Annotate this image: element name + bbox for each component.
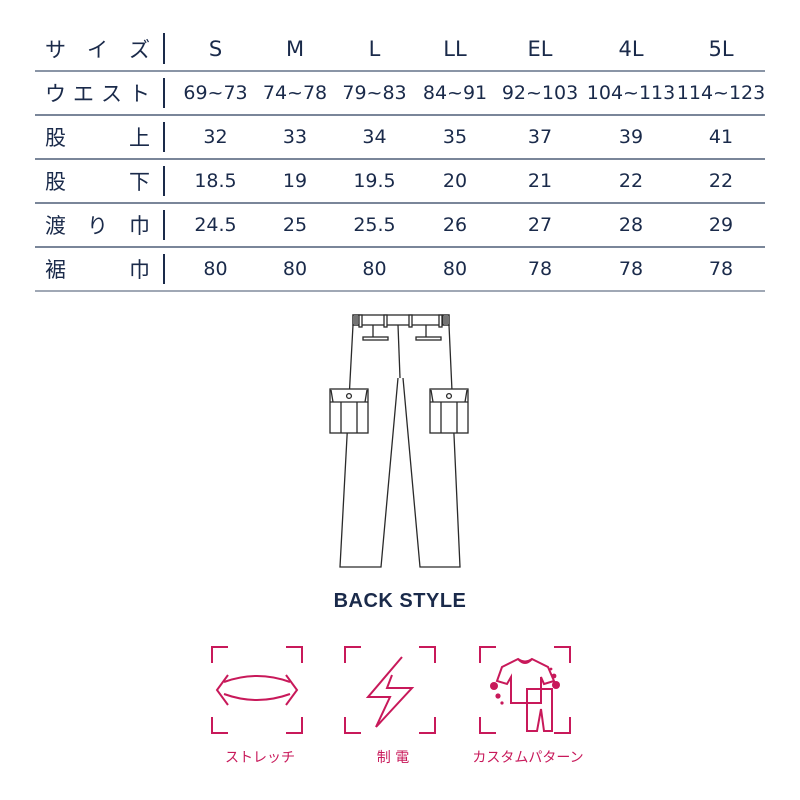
table-cell: 26: [442, 214, 468, 236]
waist-label: ウ エ ス ト: [35, 72, 160, 114]
label-char: イ: [87, 37, 108, 62]
feature-stretch: ストレッチ: [210, 645, 310, 775]
table-cell: 25: [282, 214, 308, 236]
size-4l: 4L: [618, 36, 644, 61]
table-cell: 80: [203, 258, 228, 280]
table-cell: 22: [708, 170, 734, 192]
pants-back-illustration: [320, 313, 480, 578]
label-char: 巾: [129, 258, 150, 282]
feature-antistatic: 制 電: [343, 645, 443, 775]
table-cell: 25.5: [353, 214, 396, 236]
custom-pattern-clothes-icon: [479, 646, 571, 734]
table-cell: 78: [527, 258, 553, 280]
table-cell: 78: [708, 258, 734, 280]
table-cell: 69~73: [183, 82, 248, 104]
feature-custom-pattern: カスタムパターン: [472, 645, 584, 775]
label-char: 股: [45, 126, 66, 150]
table-cell: 18.5: [194, 170, 237, 192]
table-cell: 104~113: [586, 82, 676, 104]
size-5l: 5L: [708, 36, 734, 61]
size-header-row: サ イ ズ S M L LL EL 4L 5L: [35, 27, 765, 70]
table-cell: 20: [442, 170, 468, 192]
thigh-width-label: 渡 り 巾: [35, 204, 160, 246]
table-cell: 84~91: [422, 82, 488, 104]
lightning-bolt-icon: [344, 646, 436, 734]
hem-width-row: 裾 巾 80 80 80 80 78 78 78: [35, 246, 765, 292]
label-char: 渡: [45, 214, 66, 238]
feature-label: 制 電: [376, 750, 410, 766]
waist-row: ウ エ ス ト 69~73 74~78 79~83 84~91 92~103 1…: [35, 70, 765, 114]
table-cell: 79~83: [342, 82, 407, 104]
table-cell: 74~78: [262, 82, 328, 104]
size-s: S: [208, 36, 223, 61]
thigh-width-row: 渡 り 巾 24.5 25 25.5 26 27 28 29: [35, 202, 765, 246]
rise-label: 股 上: [35, 116, 160, 158]
table-cell: 78: [618, 258, 644, 280]
stretch-arrows-icon: [211, 646, 303, 734]
column-divider: [163, 166, 165, 196]
label-char: 股: [45, 170, 66, 194]
column-divider: [163, 254, 165, 284]
feature-label: カスタムパターン: [472, 750, 584, 766]
table-cell: 80: [362, 258, 387, 280]
label-char: ウ: [45, 82, 66, 106]
table-cell: 114~123: [676, 82, 766, 104]
size-table: サ イ ズ S M L LL EL 4L 5L ウ エ ス ト 69~73 74…: [35, 27, 765, 292]
table-cell: 92~103: [501, 82, 579, 104]
table-cell: 21: [527, 170, 553, 192]
table-cell: 33: [282, 126, 308, 148]
label-char: 上: [129, 126, 150, 150]
label-char: ト: [129, 82, 150, 106]
back-style-caption: BACK STYLE: [333, 590, 467, 612]
table-cell: 35: [442, 126, 468, 148]
label-char: エ: [73, 82, 94, 106]
table-cell: 80: [442, 258, 468, 280]
size-label: サ イ ズ: [35, 27, 160, 70]
table-cell: 32: [203, 126, 228, 148]
inseam-row: 股 下 18.5 19 19.5 20 21 22 22: [35, 158, 765, 202]
table-cell: 19.5: [353, 170, 396, 192]
label-char: ス: [101, 82, 122, 106]
size-ll: LL: [443, 36, 467, 61]
column-divider: [163, 33, 165, 64]
column-divider: [163, 78, 165, 108]
size-el: EL: [527, 36, 553, 61]
label-char: り: [87, 214, 108, 238]
table-cell: 29: [708, 214, 734, 236]
label-char: ズ: [129, 37, 150, 62]
label-char: 下: [129, 170, 150, 194]
column-divider: [163, 122, 165, 152]
table-cell: 34: [362, 126, 387, 148]
table-cell: 22: [618, 170, 644, 192]
rise-row: 股 上 32 33 34 35 37 39 41: [35, 114, 765, 158]
table-cell: 80: [282, 258, 308, 280]
size-m: M: [285, 36, 305, 61]
table-cell: 27: [527, 214, 553, 236]
table-cell: 39: [618, 126, 644, 148]
label-char: 裾: [45, 258, 66, 282]
table-cell: 19: [282, 170, 308, 192]
table-cell: 28: [618, 214, 644, 236]
column-divider: [163, 210, 165, 240]
feature-label: ストレッチ: [225, 750, 295, 766]
table-cell: 41: [708, 126, 734, 148]
label-char: サ: [45, 37, 66, 62]
label-char: 巾: [129, 214, 150, 238]
table-cell: 37: [527, 126, 553, 148]
size-l: L: [368, 36, 381, 61]
table-cell: 24.5: [194, 214, 237, 236]
hem-width-label: 裾 巾: [35, 248, 160, 290]
inseam-label: 股 下: [35, 160, 160, 202]
